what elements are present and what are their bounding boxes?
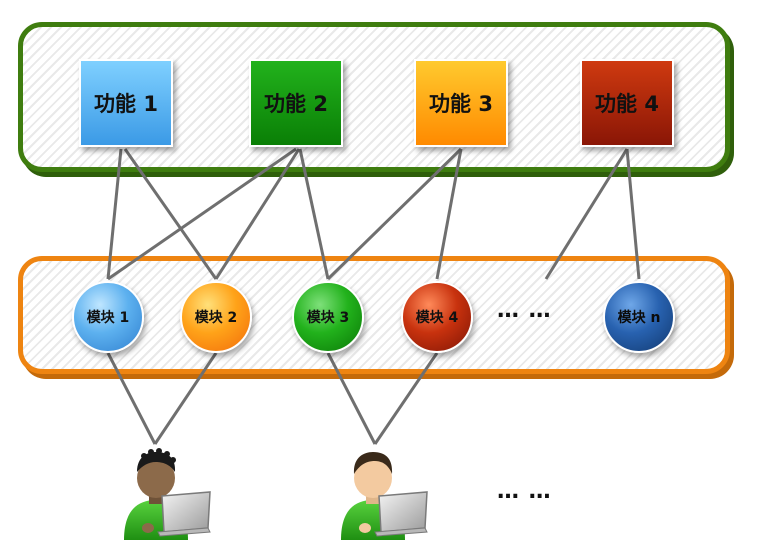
connector-feature3-module4: [435, 148, 463, 280]
user-with-laptop-icon: [335, 444, 431, 554]
module-circle-n: 模块 n: [603, 281, 675, 353]
feature-box-4: 功能 4: [580, 59, 674, 147]
connector-module3-user2: [326, 352, 377, 445]
connector-feature2-module3: [298, 148, 330, 280]
feature-box-3: 功能 3: [414, 59, 508, 147]
module-circle-1: 模块 1: [72, 281, 144, 353]
user-ellipsis: … …: [497, 479, 552, 504]
module-ellipsis: … …: [497, 298, 552, 323]
connector-feature2-module2: [214, 148, 301, 280]
module-circle-2: 模块 2: [180, 281, 252, 353]
user-figure-1: [124, 448, 211, 540]
user-with-laptop-icon: [118, 444, 214, 554]
connector-feature1-module1: [106, 148, 123, 280]
connector-feature3-module3: [326, 147, 463, 281]
module-circle-4: 模块 4: [401, 281, 473, 353]
connector-feature4-module-n: [625, 148, 641, 280]
connector-feature1-module2: [123, 148, 218, 280]
connector-module1-user1: [106, 352, 157, 445]
feature-box-2: 功能 2: [249, 59, 343, 147]
module-circle-3: 模块 3: [292, 281, 364, 353]
feature-box-1: 功能 1: [79, 59, 173, 147]
connector-feature4-ellipsis: [544, 148, 629, 280]
connector-module4-user2: [373, 352, 439, 445]
user-figure-2: [341, 452, 428, 540]
connector-feature2-module1: [107, 147, 297, 281]
connector-module2-user1: [153, 352, 218, 445]
